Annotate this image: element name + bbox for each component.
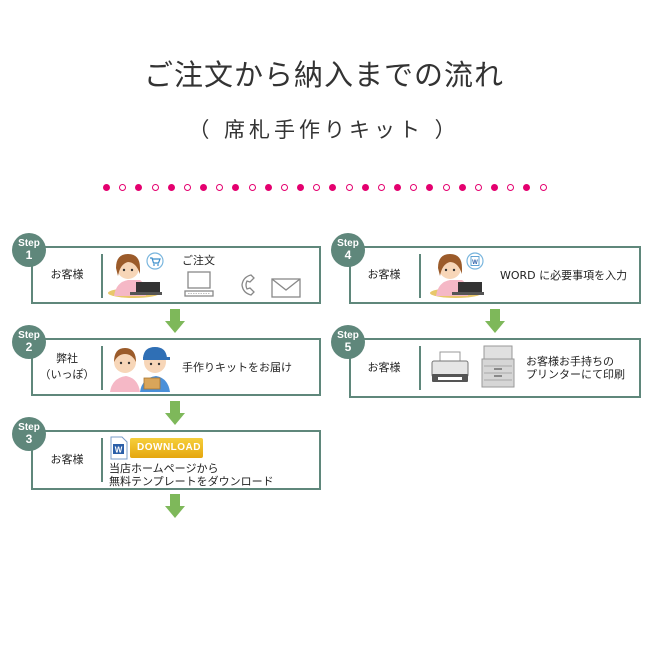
page-title: ご注文から納入までの流れ: [143, 58, 504, 92]
arrow-down-icon: [165, 309, 185, 333]
step-2-text: 手作りキットをお届け: [182, 361, 292, 374]
cart-icon: [146, 252, 164, 270]
step-4-divider: [419, 254, 421, 298]
divider-dot: [458, 183, 466, 191]
phone-icon: [241, 274, 255, 296]
divider-dot: [264, 183, 272, 191]
divider-dot: [183, 183, 191, 191]
divider-dot: [200, 183, 208, 191]
mail-icon: [271, 278, 301, 298]
divider-dot: [474, 183, 482, 191]
dotted-divider: [103, 180, 547, 194]
step-1-badge: Step 1: [12, 233, 46, 267]
divider-dot: [329, 183, 337, 191]
step-4-actor: お客様: [367, 268, 401, 281]
laser-printer-icon: [481, 345, 515, 388]
download-button[interactable]: DOWNLOAD: [130, 438, 203, 458]
step-5-badge: Step 5: [331, 325, 365, 359]
divider-dot: [167, 183, 175, 191]
step-5-text-line2: プリンターにて印刷: [526, 368, 625, 381]
divider-dot: [151, 183, 159, 191]
divider-dot: [394, 183, 402, 191]
divider-dot: [410, 183, 418, 191]
word-document-icon: W: [110, 436, 128, 460]
divider-dot: [313, 183, 321, 191]
divider-dot: [523, 183, 531, 191]
divider-dot: [507, 183, 515, 191]
svg-text:W: W: [115, 446, 123, 455]
step-1-divider: [101, 254, 103, 298]
step-3-divider: [101, 438, 103, 482]
step-1-box: [31, 246, 321, 304]
step-2-divider: [101, 346, 103, 390]
divider-dot: [216, 183, 224, 191]
step-5-divider: [419, 346, 421, 390]
step-3-actor: お客様: [50, 453, 84, 466]
step-2-actor: 弊社 （いっぽ）: [39, 352, 95, 381]
divider-dot: [539, 183, 547, 191]
staff-delivery-illustration: [110, 347, 170, 392]
arrow-down-icon: [165, 494, 185, 518]
divider-dot: [232, 183, 240, 191]
customer-laptop-illustration: [430, 254, 484, 298]
step-3-text-line1: 当店ホームページから: [109, 462, 219, 475]
divider-dot: [361, 183, 369, 191]
divider-dot: [442, 183, 450, 191]
step-5-actor: お客様: [367, 361, 401, 374]
page-subtitle: （ 席札手作りキット ）: [188, 118, 460, 142]
divider-dot: [248, 183, 256, 191]
arrow-down-icon: [165, 401, 185, 425]
step-4-text: WORD に必要事項を入力: [500, 269, 628, 282]
step-2-box: [31, 338, 321, 396]
divider-dot: [345, 183, 353, 191]
divider-dot: [491, 183, 499, 191]
step-3-badge: Step 3: [12, 417, 46, 451]
divider-dot: [297, 183, 305, 191]
step-5-text-line1: お客様お手持ちの: [526, 355, 614, 368]
svg-text:W: W: [472, 260, 478, 266]
divider-dot: [135, 183, 143, 191]
inkjet-printer-icon: [431, 351, 469, 382]
customer-laptop-illustration: [108, 254, 162, 298]
step-4-badge: Step 4: [331, 233, 365, 267]
computer-icon: [184, 271, 214, 297]
step-1-text: ご注文: [182, 254, 215, 267]
divider-dot: [377, 183, 385, 191]
divider-dot: [103, 183, 110, 191]
step-3-text-line2: 無料テンプレートをダウンロード: [109, 475, 274, 488]
step-3-box: [31, 430, 321, 490]
divider-dot: [119, 183, 127, 191]
divider-dot: [426, 183, 434, 191]
step-4-box: [349, 246, 641, 304]
divider-dot: [280, 183, 288, 191]
arrow-down-icon: [485, 309, 505, 333]
step-2-badge: Step 2: [12, 325, 46, 359]
step-1-actor: お客様: [50, 268, 84, 281]
word-icon: W: [466, 252, 484, 270]
